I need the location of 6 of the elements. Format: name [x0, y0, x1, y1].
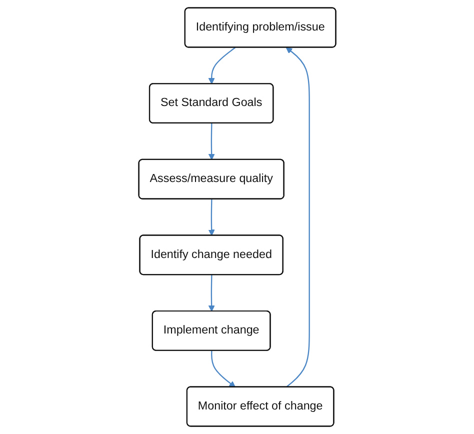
arrow: [208, 123, 214, 160]
arrow: [210, 350, 236, 388]
arrow: [208, 47, 236, 84]
arrow: [208, 274, 214, 312]
arrow: [285, 47, 310, 388]
arrow: [208, 199, 214, 236]
